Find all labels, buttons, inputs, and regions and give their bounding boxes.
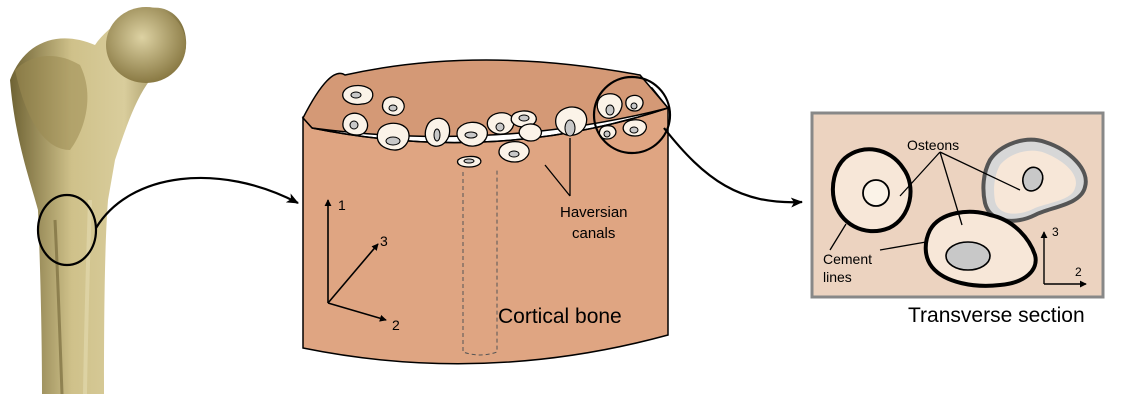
transverse-section: Osteons Cement lines 3 2	[812, 113, 1103, 297]
osteons-label: Osteons	[907, 137, 959, 153]
canal-bottom	[946, 242, 990, 270]
femoral-head	[106, 7, 186, 83]
transverse-section-label: Transverse section	[908, 304, 1085, 327]
axis-2-label: 2	[392, 317, 400, 333]
canal-right	[1023, 167, 1043, 191]
femur-image	[10, 7, 186, 394]
axis-3-label: 3	[380, 233, 388, 249]
cement-label-line2: lines	[823, 269, 852, 285]
cortical-bone-block: Haversian canals 1 3 2 Cortical bone	[303, 60, 670, 364]
axis-1-label: 1	[338, 197, 346, 213]
cortical-bone-label: Cortical bone	[498, 305, 622, 328]
cement-label-line1: Cement	[823, 251, 872, 267]
arrow-block-to-section	[664, 128, 802, 202]
haversian-label-line1: Haversian	[560, 204, 628, 221]
section-axis-2-label: 2	[1075, 265, 1082, 279]
canal-left	[863, 180, 889, 206]
arrow-femur-to-block	[96, 178, 298, 228]
haversian-label-line2: canals	[572, 225, 615, 242]
section-axis-3-label: 3	[1052, 225, 1059, 239]
